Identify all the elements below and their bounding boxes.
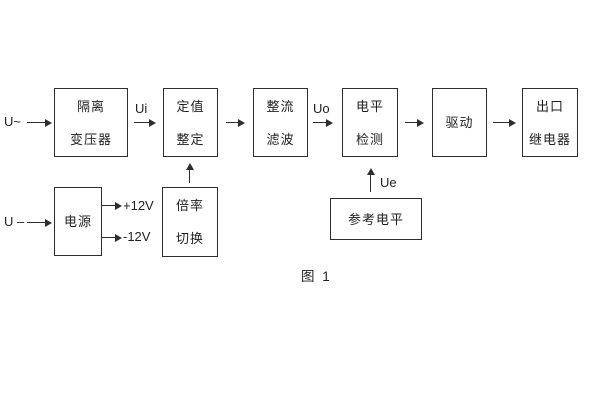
label-ue: Ue (380, 175, 397, 190)
box-label: 切换 (175, 231, 204, 246)
arrow-shaft (27, 221, 47, 224)
arrow-power-to-plus12v (102, 201, 122, 210)
arrow-reference-to-leveldetect (366, 168, 375, 192)
label-uo: Uo (313, 101, 330, 116)
arrow-head-right-icon (115, 201, 122, 210)
label-rail-neg: -12V (123, 229, 151, 244)
arrow-ratioswitch-to-setting (185, 163, 194, 183)
arrow-head-right-icon (509, 118, 516, 127)
box-label: 检测 (355, 131, 384, 147)
box-label: 隔离 (76, 98, 105, 114)
box-label: 电平 (355, 98, 384, 114)
box-label: 驱动 (445, 115, 474, 130)
box-label: 变压器 (69, 131, 112, 147)
box-label: 滤波 (266, 131, 295, 147)
arrow-shaft (493, 121, 511, 124)
arrow-power-to-minus12v (102, 233, 122, 242)
box-label: 定值 (176, 98, 205, 114)
box-isolation-transformer: 隔离 变压器 (54, 88, 128, 157)
arrow-udc-to-power (27, 218, 52, 227)
arrow-head-right-icon (238, 118, 245, 127)
arrow-head-right-icon (326, 118, 333, 127)
box-label: 继电器 (528, 131, 571, 147)
arrow-head-right-icon (45, 118, 52, 127)
box-ratio-switch: 倍率 切换 (162, 187, 218, 257)
box-rectify-filter: 整流 滤波 (253, 88, 308, 157)
label-input-dc: U – (4, 214, 25, 229)
arrow-head-right-icon (45, 218, 52, 227)
arrow-shaft (226, 121, 240, 124)
arrow-shaft (134, 121, 151, 124)
arrow-head-right-icon (115, 233, 122, 242)
arrow-uac-to-transformer (27, 118, 52, 127)
arrow-transformer-to-setting (134, 118, 156, 127)
arrow-head-up-icon (185, 163, 194, 170)
arrow-drive-to-relay (493, 118, 516, 127)
arrow-rectifier-to-leveldetect (313, 118, 333, 127)
box-level-detect: 电平 检测 (342, 88, 398, 157)
label-ui: Ui (135, 101, 148, 116)
box-label: 参考电平 (347, 211, 404, 227)
arrow-shaft (313, 121, 328, 124)
arrow-head-up-icon (366, 168, 375, 175)
arrow-shaft (102, 204, 117, 207)
box-label: 整定 (176, 131, 205, 147)
label-input-ac: U~ (4, 114, 21, 129)
arrow-shaft (405, 121, 419, 124)
arrow-leveldetect-to-drive (405, 118, 424, 127)
box-label: 整流 (266, 98, 295, 114)
figure-caption: 图 1 (301, 269, 332, 284)
box-reference-level: 参考电平 (330, 198, 422, 240)
box-label: 电源 (63, 214, 92, 229)
arrow-shaft (27, 121, 47, 124)
arrow-head-right-icon (417, 118, 424, 127)
label-rail-pos: +12V (123, 198, 154, 213)
box-label: 出口 (535, 98, 564, 114)
arrow-shaft (369, 173, 372, 192)
arrow-shaft (188, 168, 191, 183)
box-setting-adjust: 定值 整定 (163, 88, 218, 157)
box-drive: 驱动 (432, 88, 487, 157)
box-output-relay: 出口 继电器 (522, 88, 578, 157)
box-label: 倍率 (175, 198, 204, 213)
arrow-shaft (102, 236, 117, 239)
arrow-setting-to-rectifier (226, 118, 245, 127)
box-power-supply: 电源 (54, 187, 102, 256)
arrow-head-right-icon (149, 118, 156, 127)
